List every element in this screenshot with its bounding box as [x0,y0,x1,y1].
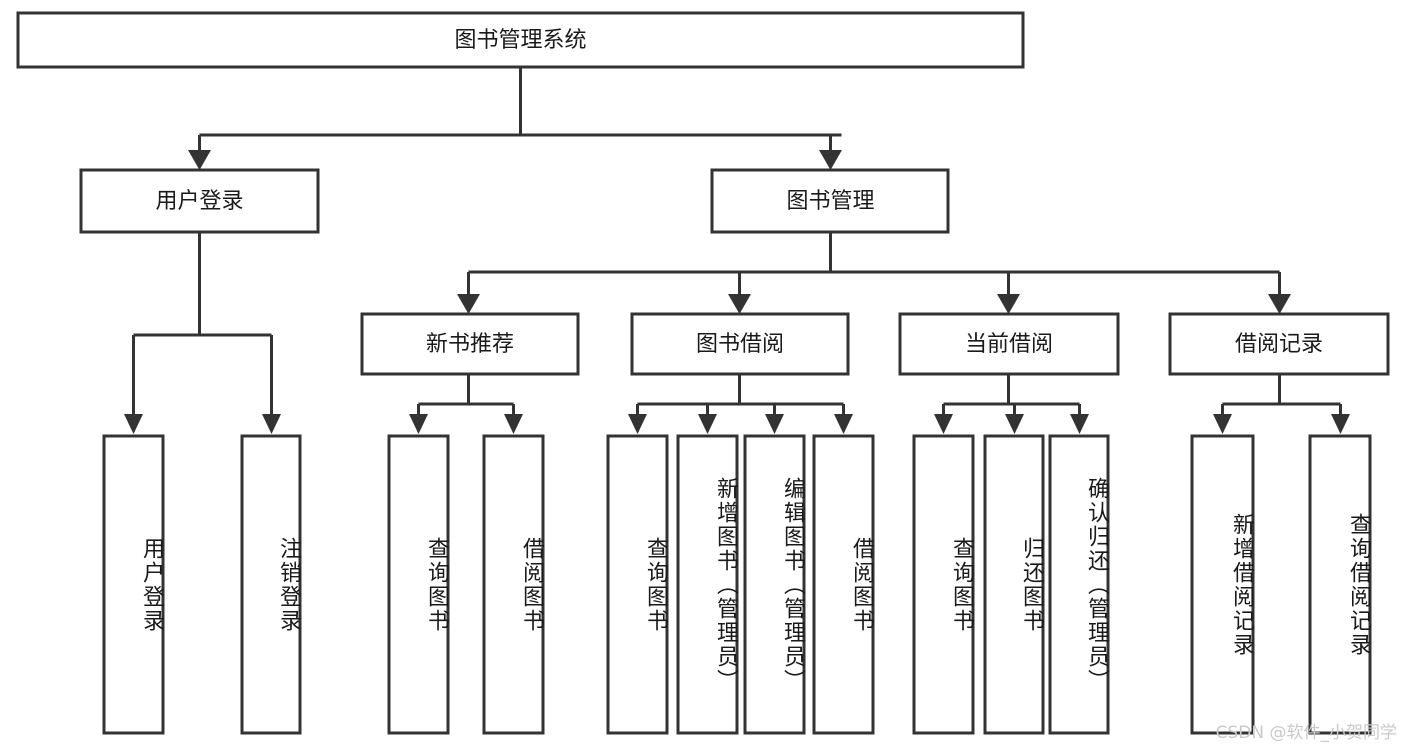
leaf-cur-query-box[interactable] [912,434,975,735]
arrow-head-book-manage [819,150,842,170]
leaf-rec-borrow-box[interactable] [482,434,545,735]
arrow-head-leaf-cur-return [1005,414,1024,434]
arrow-head-leaf-cur-query [934,414,953,434]
node-book-manage-box[interactable] [710,168,950,234]
leaf-cur-confirm-box[interactable] [1048,434,1110,735]
node-root[interactable]: 图书管理系统 [16,11,1025,69]
leaf-borrow-do-box[interactable] [812,434,875,735]
node-book-borrow-label: 图书借阅 [696,332,784,357]
node-new-book-rec[interactable]: 新书推荐 [360,312,580,376]
node-current-borrow-label: 当前借阅 [965,332,1053,357]
arrow-head-leaf-cur-confirm [1070,414,1089,434]
node-root-label: 图书管理系统 [454,28,586,53]
node-new-book-rec-label: 新书推荐 [426,332,514,357]
arrow-head-leaf-rec-query [409,414,428,434]
watermark-text: CSDN @软件_小贺同学 [1215,723,1397,743]
arrow-head-leaf-rec-search [1331,414,1350,434]
arrow-head-leaf-borrow-edit [765,414,784,434]
node-borrow-record-label: 借阅记录 [1235,332,1323,357]
leaf-logout-box[interactable] [240,434,302,735]
leaf-rec-query-box[interactable] [387,434,450,735]
arrow-head-current-borrow [997,294,1020,314]
arrow-head-leaf-rec-add [1213,414,1232,434]
node-user-login[interactable]: 用户登录 [79,168,320,234]
arrow-head-leaf-borrow-query [628,414,647,434]
node-book-manage-label: 图书管理 [786,189,874,214]
arrow-head-user-login [188,150,211,170]
leaf-borrow-query-box[interactable] [606,434,669,735]
node-book-borrow-box[interactable] [630,312,850,376]
node-layer: 图书管理系统 用户登录 图书管理 新书推荐 图书借阅 当前借阅 [16,11,1390,376]
arrow-head-book-borrow [728,294,751,314]
node-user-login-label: 用户登录 [155,189,243,214]
node-current-borrow[interactable]: 当前借阅 [898,312,1120,376]
node-new-book-rec-box[interactable] [360,312,580,376]
node-user-login-box[interactable] [79,168,320,234]
leaf-rec-search-box[interactable] [1308,434,1372,735]
leaf-cur-return-box[interactable] [983,434,1045,735]
arrow-head-leaf-rec-borrow [504,414,523,434]
leaf-rec-add-box[interactable] [1190,434,1255,735]
leaf-user-login-box[interactable] [102,434,165,735]
arrow-head-leaf-logout [262,414,281,434]
edge-layer [124,67,1350,434]
arrow-head-borrow-record [1268,294,1291,314]
arrow-head-leaf-borrow-add [698,414,717,434]
node-current-borrow-box[interactable] [898,312,1120,376]
node-book-borrow[interactable]: 图书借阅 [630,312,850,376]
node-book-manage[interactable]: 图书管理 [710,168,950,234]
leaf-box-layer [102,434,1372,735]
leaf-borrow-add-box[interactable] [676,434,739,735]
arrow-head-leaf-borrow-do [834,414,853,434]
arrow-head-leaf-user-login [124,414,143,434]
node-root-box[interactable] [16,11,1025,69]
node-borrow-record-box[interactable] [1168,312,1390,376]
arrow-head-new-book-rec [457,294,480,314]
node-borrow-record[interactable]: 借阅记录 [1168,312,1390,376]
leaf-borrow-edit-box[interactable] [743,434,806,735]
